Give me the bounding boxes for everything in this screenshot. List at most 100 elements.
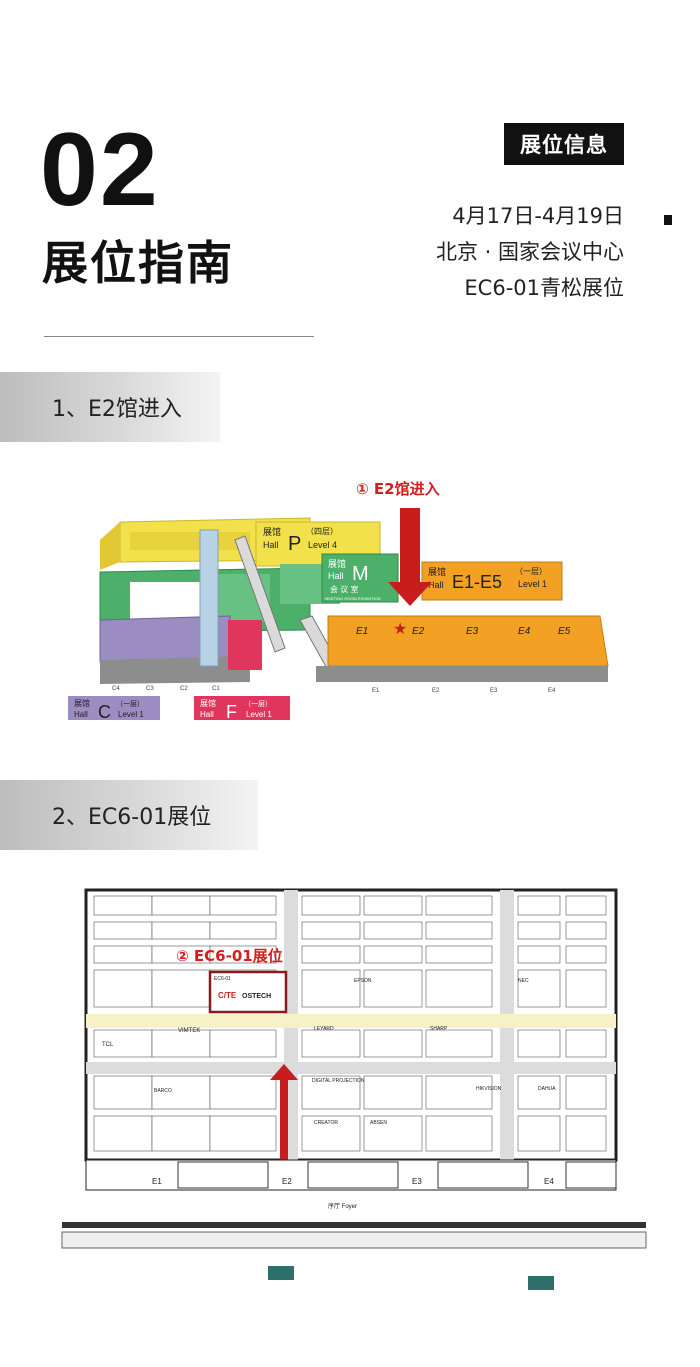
booth-name-5: LEYARD (314, 1026, 334, 1032)
booth-cell (301, 921, 361, 940)
booth-cell (301, 1029, 361, 1058)
foyer-label: 序厅 Foyer (328, 1202, 357, 1210)
title-divider (44, 336, 314, 337)
page-title: 展位指南 (42, 236, 234, 290)
map2-annotation: ② EC6-01展位 (176, 947, 283, 965)
booth-name-3: DIGITAL PROJECTION (312, 1078, 365, 1084)
booth-cell (151, 969, 211, 1008)
hall-floor-plan-svg: TCL VIMTEK DIGITAL PROJECTION BARCO LEYA… (61, 888, 647, 1290)
hall-e-level-cn: （一层） (515, 567, 547, 576)
booth-cell (363, 895, 423, 916)
booth-cell (93, 895, 153, 916)
booth-cell (151, 1115, 211, 1152)
booth-cell (209, 1115, 277, 1152)
hall-f-cn: 展馆 (200, 698, 216, 708)
booth-cell (517, 921, 561, 940)
entrance-block-1 (177, 1161, 269, 1189)
booth-cell (151, 1075, 211, 1110)
hall-f-level-cn: （一层） (244, 700, 272, 708)
booth-cell (425, 921, 493, 940)
hall-e-letter: E1-E5 (452, 572, 502, 592)
booth-name-8: ABSEN (370, 1120, 387, 1126)
hall-p-cn: 展馆 (263, 526, 281, 537)
entrance-block-3 (437, 1161, 529, 1189)
info-badge: 展位信息 (504, 123, 624, 165)
hall-e1-label: E1 (356, 626, 368, 637)
booth-cell (565, 1115, 607, 1152)
booth-name-9: DAHUA (538, 1086, 556, 1092)
booth-cell (363, 921, 423, 940)
hall-p-level-en: Level 4 (308, 540, 337, 550)
booth-id: EC6-01 (214, 976, 231, 982)
map1-annotation: ① E2馆进入 (356, 480, 440, 498)
hall-e-base (316, 666, 608, 682)
hall-p-side (100, 522, 120, 570)
booth-cell (151, 1029, 211, 1058)
hall-e-label-box (421, 561, 563, 601)
entrance-e2: E2 (282, 1177, 292, 1186)
event-booth: EC6-01青松展位 (464, 276, 624, 300)
booth-cell (301, 945, 361, 964)
hall-m-letter: M (352, 563, 369, 585)
hall-c-letter: C (98, 702, 111, 722)
booth-cell (565, 945, 607, 964)
hall-e-en: Hall (428, 580, 444, 590)
venue-overview-map: ① E2馆进入 展馆 Hall P （四层） Level 4 展馆 Hall M… (60, 470, 640, 730)
hall-c-cn: 展馆 (74, 698, 90, 708)
gate-c3: C3 (146, 686, 154, 692)
booth-name-4: BARCO (154, 1088, 172, 1094)
gate-c1: C1 (212, 686, 220, 692)
booth-cell (425, 969, 493, 1008)
entrance-e4: E4 (544, 1177, 554, 1186)
booth-cell (93, 969, 153, 1008)
hall-c-label-box (68, 696, 160, 720)
hall-m-void (130, 582, 200, 622)
event-dates: 4月17日-4月19日 (452, 204, 624, 228)
gate-e1: E1 (372, 688, 380, 694)
hall-p-en: Hall (263, 540, 279, 550)
booth-cell (209, 895, 277, 916)
hall-f-en: Hall (200, 710, 214, 719)
booth-cell (517, 1029, 561, 1058)
booth-cell (209, 921, 277, 940)
booth-cell (565, 895, 607, 916)
hall-c-level-en: Level 1 (118, 710, 144, 719)
booth-cell (425, 1115, 493, 1152)
edge-marker (664, 215, 672, 225)
aisle-horizontal-grey (86, 1062, 616, 1074)
booth-cell (151, 895, 211, 916)
hall-e2-label: E2 (412, 626, 425, 637)
hall-e-level-en: Level 1 (518, 579, 547, 589)
booth-cell (425, 1075, 493, 1110)
booth-cell (517, 969, 561, 1008)
booth-cell (517, 1115, 561, 1152)
booth-logo-right: OSTECH (242, 993, 271, 1000)
booth-cell (301, 1075, 361, 1110)
gate-c2: C2 (180, 686, 188, 692)
gate-e2: E2 (432, 688, 440, 694)
foyer-wall (62, 1222, 646, 1228)
booth-cell (209, 1075, 277, 1110)
gate-c4: C4 (112, 686, 120, 692)
booth-cell (363, 1115, 423, 1152)
hall-m-sub-en: MEETING ROOM EXHIBITION (325, 596, 381, 601)
aisle-horizontal-yellow (86, 1014, 616, 1028)
booth-name-7: CREATOR (314, 1120, 338, 1126)
booth-cell (565, 1075, 607, 1110)
booth-name-11: EPSON (354, 978, 372, 984)
hall-c-base (100, 656, 250, 684)
foyer-strip (61, 1231, 647, 1249)
booth-cell (93, 1115, 153, 1152)
gate-e4: E4 (548, 688, 556, 694)
escalator-ramp (234, 535, 286, 653)
booth-cell (425, 1029, 493, 1058)
hall-e3-label: E3 (466, 626, 479, 637)
hall-e-cn: 展馆 (428, 566, 446, 577)
booth-cell (565, 1029, 607, 1058)
booth-cell (363, 1075, 423, 1110)
venue-overview-svg: ① E2馆进入 展馆 Hall P （四层） Level 4 展馆 Hall M… (68, 480, 609, 722)
booth-cell (363, 1029, 423, 1058)
booth-cell (425, 895, 493, 916)
hall-p-letter: P (288, 533, 301, 555)
event-info: 4月17日-4月19日 北京 · 国家会议中心 EC6-01青松展位 (436, 198, 624, 306)
